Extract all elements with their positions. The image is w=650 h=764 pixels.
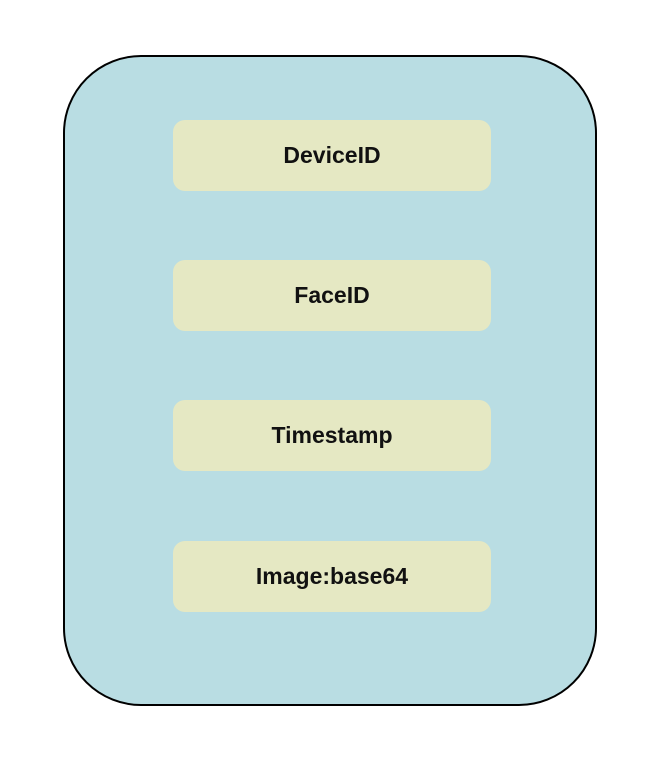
field-label-image: Image:base64 [255, 563, 409, 589]
field-label-faceid: FaceID [294, 282, 370, 308]
field-label-deviceid: DeviceID [283, 142, 381, 168]
field-box-image: Image:base64 [173, 541, 491, 612]
field-label-timestamp: Timestamp [271, 422, 393, 448]
field-box-faceid: FaceID [173, 260, 491, 331]
field-box-timestamp: Timestamp [173, 400, 491, 471]
field-box-deviceid: DeviceID [173, 120, 491, 191]
